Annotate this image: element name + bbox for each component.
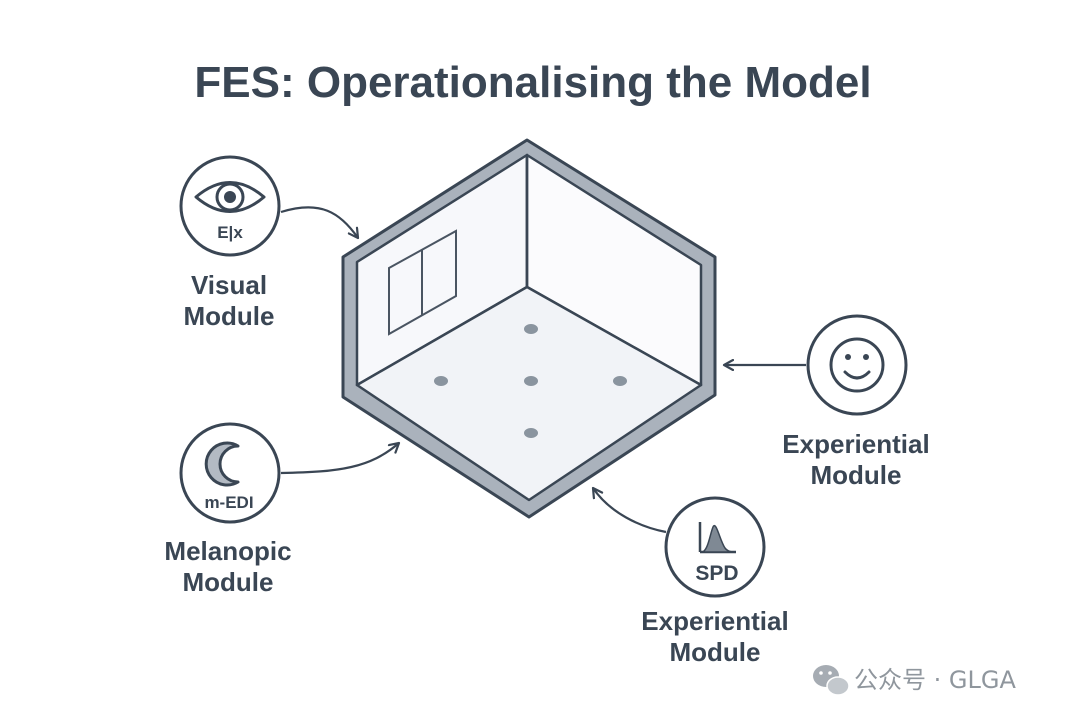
melanopic-module-arrow [280, 443, 399, 475]
experiential-module-right-label-line2: Module [811, 460, 902, 490]
smiley-icon [829, 337, 885, 393]
eye-icon [194, 181, 266, 213]
melanopic-module-circle [179, 422, 281, 524]
wechat-icon [813, 665, 850, 696]
experiential-module-bottom-label-line1: Experiential [641, 606, 788, 636]
melanopic-module-caption: m-EDI [204, 493, 253, 512]
melanopic-module-label-line1: Melanopic [164, 536, 291, 566]
moon-icon [204, 441, 240, 487]
melanopic-module-label-line2: Module [183, 567, 274, 597]
floor-point [524, 376, 538, 386]
room-illustration [341, 138, 717, 519]
experiential-module-right: Experiential Module [724, 314, 930, 490]
spectrum-icon [698, 522, 737, 554]
floor-point [524, 324, 538, 334]
visual-module: E|x Visual Module [179, 155, 358, 331]
floor-point [524, 428, 538, 438]
experiential-module-bottom-caption: SPD [695, 562, 738, 585]
experiential-module-bottom-label-line2: Module [670, 637, 761, 667]
room-window [388, 229, 457, 336]
visual-module-label-line1: Visual [191, 270, 267, 300]
floor-point [613, 376, 627, 386]
melanopic-module: m-EDI Melanopic Module [164, 422, 399, 597]
experiential-module-bottom-arrow [593, 488, 667, 534]
visual-module-arrow [280, 206, 358, 238]
room-floor [355, 285, 703, 502]
experiential-module-bottom: SPD Experiential Module [593, 488, 789, 667]
visual-module-caption: E|x [217, 223, 243, 242]
visual-module-label-line2: Module [184, 301, 275, 331]
watermark-text: 公众号 · GLGA [854, 666, 1016, 694]
watermark: 公众号 · GLGA [813, 665, 1016, 696]
experiential-module-right-label-line1: Experiential [782, 429, 929, 459]
floor-point [434, 376, 448, 386]
page-title: FES: Operationalising the Model [194, 58, 871, 107]
